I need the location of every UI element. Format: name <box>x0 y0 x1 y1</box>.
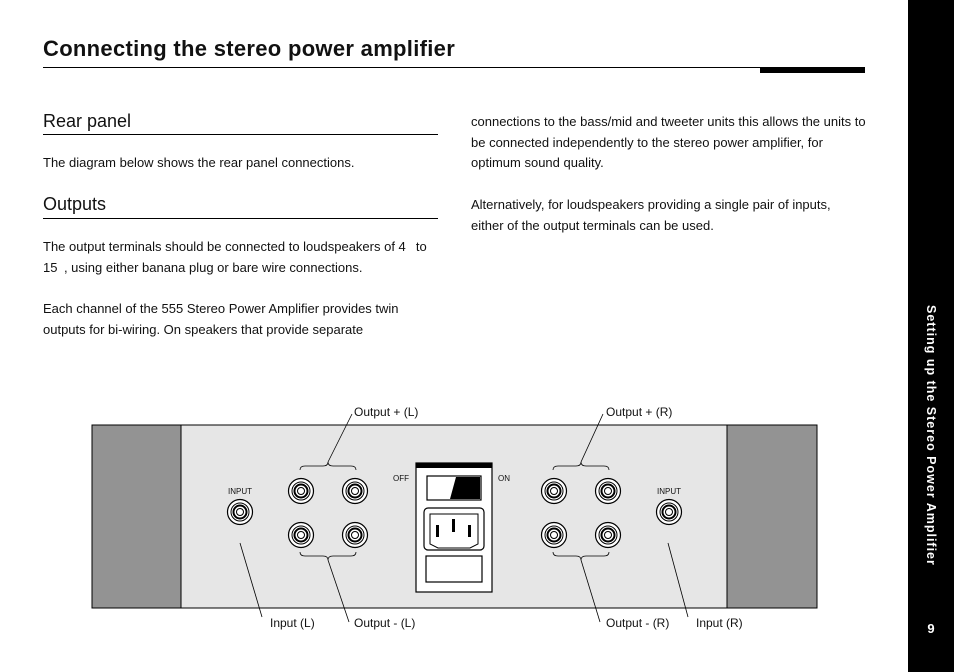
label-output-plus-r: Output + (R) <box>606 405 672 419</box>
input-jack-r <box>655 498 683 526</box>
right-paragraph-1: connections to the bass/mid and tweeter … <box>471 114 866 170</box>
outputs-paragraph-1: The output terminals should be connected… <box>43 239 427 275</box>
output-plus-l-jack-2 <box>341 477 369 505</box>
rule-outputs <box>43 218 438 219</box>
power-module <box>415 462 493 593</box>
sidebar-chapter-title-text: Setting up the Stereo Power Amplifier <box>924 305 938 566</box>
heading-outputs: Outputs <box>43 194 107 214</box>
output-plus-r-jack-1 <box>540 477 568 505</box>
switch-off-label: OFF <box>393 474 409 483</box>
rule-rear-panel <box>43 134 438 135</box>
right-paragraph-2: Alternatively, for loudspeakers providin… <box>471 197 831 233</box>
outputs-paragraph-2: Each channel of the 555 Stereo Power Amp… <box>43 301 399 337</box>
panel-side-left <box>91 424 182 609</box>
panel-side-right <box>726 424 818 609</box>
output-plus-l-jack-1 <box>287 477 315 505</box>
output-minus-l-jack-2 <box>341 521 369 549</box>
sidebar-chapter-title: Setting up the Stereo Power Amplifier <box>908 305 954 605</box>
label-input-r: Input (R) <box>696 616 743 630</box>
output-minus-r-jack-2 <box>594 521 622 549</box>
callout-lines <box>239 413 689 623</box>
heading-rear-panel: Rear panel <box>43 111 132 131</box>
output-minus-l-jack-1 <box>287 521 315 549</box>
label-output-minus-r: Output - (R) <box>606 616 669 630</box>
input-jack-l <box>226 498 254 526</box>
fuse-holder <box>425 555 483 583</box>
label-output-plus-l: Output + (L) <box>354 405 418 419</box>
title-bar <box>760 67 865 73</box>
label-input-l: Input (L) <box>270 616 315 630</box>
page-title: Connecting the stereo power amplifier <box>43 36 456 61</box>
panel-input-r-label: INPUT <box>657 487 681 496</box>
output-plus-r-jack-2 <box>594 477 622 505</box>
rear-panel-text: The diagram below shows the rear panel c… <box>43 155 355 170</box>
panel-input-l-label: INPUT <box>228 487 252 496</box>
page-number: 9 <box>927 621 935 636</box>
chapter-sidebar <box>908 0 954 672</box>
switch-on-label: ON <box>498 474 510 483</box>
label-output-minus-l: Output - (L) <box>354 616 415 630</box>
title-rule <box>43 67 865 68</box>
output-minus-r-jack-1 <box>540 521 568 549</box>
